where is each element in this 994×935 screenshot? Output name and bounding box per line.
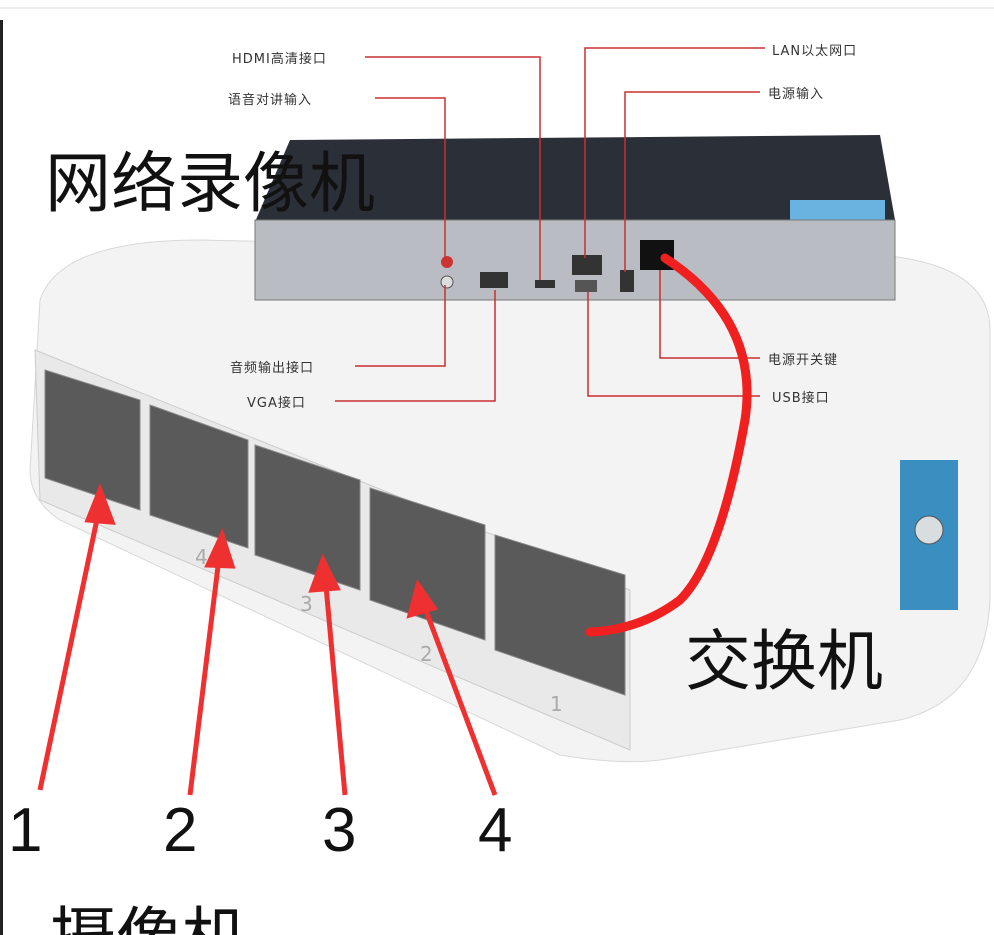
callout-power-input: 电源输入 xyxy=(768,87,825,102)
network-cable xyxy=(585,253,752,637)
arrow-head-1 xyxy=(84,483,116,525)
port-label-4: 4 xyxy=(195,545,209,569)
arrow-1 xyxy=(37,504,103,791)
lan-port xyxy=(572,255,602,275)
port-label-2: 2 xyxy=(420,642,434,666)
power-input-port xyxy=(620,270,634,292)
callout-hdmi: HDMI高清接口 xyxy=(232,52,327,67)
callout-lan: LAN以太网口 xyxy=(772,44,858,59)
camera-number-2: 2 xyxy=(163,796,198,865)
hdmi-port xyxy=(535,280,555,288)
port-5 xyxy=(44,369,141,511)
nvr-title: 网络录像机 xyxy=(45,145,375,222)
callout-lines xyxy=(335,47,765,402)
port-label-1: 1 xyxy=(550,692,564,716)
arrows xyxy=(37,483,498,796)
arrow-4 xyxy=(419,599,498,796)
vga-port xyxy=(480,272,508,288)
camera-number-3: 3 xyxy=(322,796,357,865)
callout-vga: VGA接口 xyxy=(247,396,306,411)
port-4 xyxy=(149,404,249,549)
port-3 xyxy=(254,444,361,591)
camera-number-4: 4 xyxy=(478,796,513,865)
arrow-head-2 xyxy=(204,528,236,569)
port-1 xyxy=(494,534,626,696)
callout-audio-output: 音频输出接口 xyxy=(230,361,315,376)
camera-title: 摄像机 xyxy=(50,885,248,935)
ethernet-ports xyxy=(44,369,626,696)
arrow-2 xyxy=(187,549,223,796)
arrow-4-head xyxy=(406,579,439,619)
left-border xyxy=(0,20,3,935)
switch-title: 交换机 xyxy=(685,623,883,700)
callout-power-switch: 电源开关键 xyxy=(768,353,839,368)
port-2 xyxy=(369,487,486,641)
nvr-device xyxy=(254,135,896,301)
port-label-3: 3 xyxy=(300,592,314,616)
camera-number-1: 1 xyxy=(8,796,43,865)
usb-port xyxy=(575,280,597,292)
callout-talk-input: 语音对讲输入 xyxy=(228,93,313,108)
arrow-3 xyxy=(322,574,348,796)
callout-usb: USB接口 xyxy=(772,391,830,406)
arrow-3-head xyxy=(308,553,341,593)
